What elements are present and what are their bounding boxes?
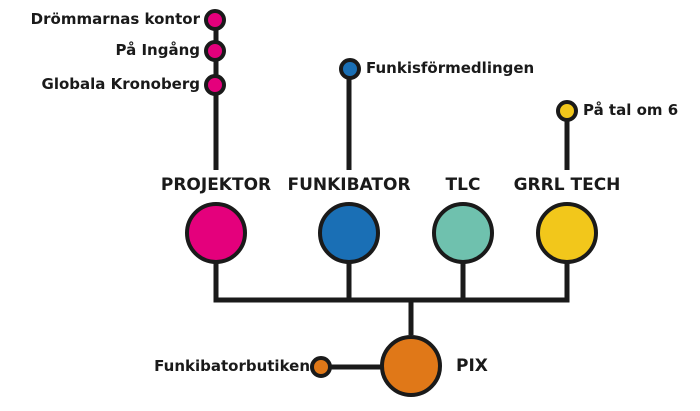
label-globala-kronoberg: Globala Kronoberg: [41, 75, 200, 93]
node-grrl-tech: [536, 202, 598, 264]
dot-dromrnarnas-kontor: [204, 9, 226, 31]
dot-funkibatorbutiken: [310, 356, 332, 378]
label-funkibator: FUNKIBATOR: [287, 175, 411, 195]
dot-pa-tal-om-6: [556, 100, 578, 122]
node-pix: [380, 335, 442, 397]
label-pa-tal-om-6: På tal om 6: [583, 101, 679, 119]
label-drommarnas-kontor: Drömmarnas kontor: [30, 10, 200, 28]
label-pa-ingang: På Ingång: [115, 41, 200, 59]
node-projektor: [185, 202, 247, 264]
dot-globala-kronoberg: [204, 74, 226, 96]
label-pix: PIX: [456, 356, 488, 376]
label-grrl-tech: GRRL TECH: [513, 175, 621, 195]
label-projektor: PROJEKTOR: [160, 175, 272, 195]
dot-funkisformedlingen: [339, 58, 361, 80]
node-tlc: [432, 202, 494, 264]
node-funkibator: [318, 202, 380, 264]
label-tlc: TLC: [445, 175, 481, 195]
dot-pa-ingang: [204, 40, 226, 62]
label-funkisformedlingen: Funkisförmedlingen: [366, 59, 535, 77]
label-funkibatorbutiken: Funkibatorbutiken: [154, 357, 310, 375]
